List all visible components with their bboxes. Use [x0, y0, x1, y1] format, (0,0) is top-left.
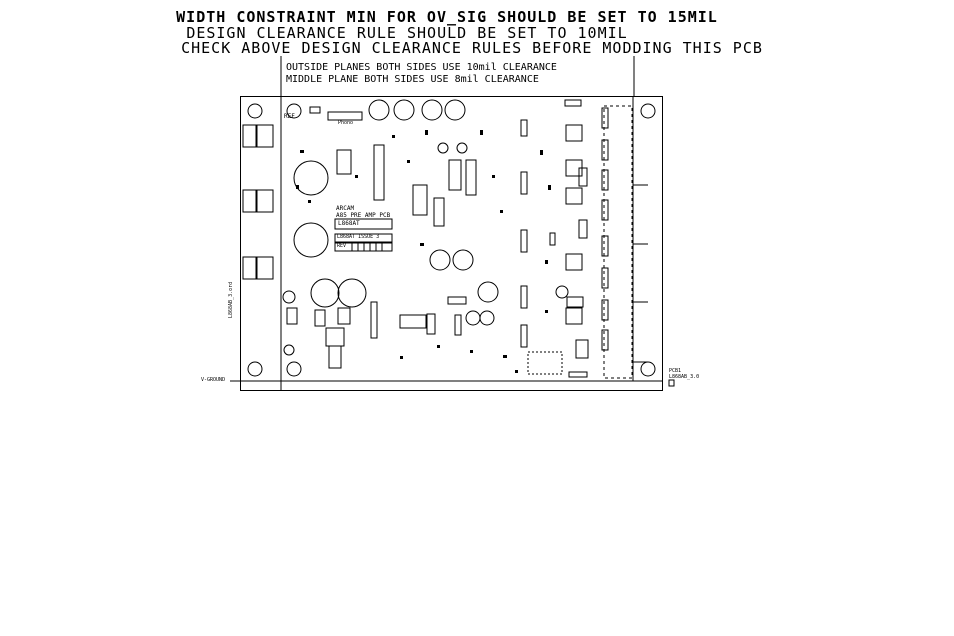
connector	[242, 189, 257, 213]
board-outline	[240, 96, 663, 391]
ic	[412, 184, 428, 216]
mounting-hole	[640, 361, 656, 377]
ic	[448, 159, 462, 191]
mounting-hole	[247, 103, 263, 119]
brand-label: ARCAM	[336, 205, 355, 212]
pcb-part: L868AB_3.0	[669, 374, 700, 380]
note-outside-planes: OUTSIDE PLANES BOTH SIDES USE 10mil CLEA…	[286, 62, 557, 73]
mounting-hole	[286, 361, 302, 377]
connector	[242, 256, 257, 280]
header-line-1: WIDTH CONSTRAINT MIN FOR OV_SIG SHOULD B…	[176, 8, 718, 26]
part-number-2: L868AT ISSUE 3	[337, 234, 380, 240]
mounting-hole	[286, 103, 302, 119]
rev-label: REV	[337, 243, 347, 249]
mounting-hole	[247, 361, 263, 377]
capacitor	[293, 160, 329, 196]
part-box-2	[334, 233, 393, 243]
ic	[373, 144, 385, 201]
phono-connector	[327, 111, 363, 121]
connector	[242, 124, 257, 148]
header-line-2: DESIGN CLEARANCE RULE SHOULD BE SET TO 1…	[186, 24, 628, 42]
part-box-1	[334, 218, 393, 230]
capacitor	[337, 278, 367, 308]
header-line-3: CHECK ABOVE DESIGN CLEARANCE RULES BEFOR…	[181, 39, 763, 57]
side-label: L868AB_3.ord	[228, 281, 234, 318]
product-label: A85 PRE AMP PCB	[336, 212, 391, 219]
net-label: V-GROUND	[201, 377, 226, 383]
phono-label: Phono	[338, 120, 354, 126]
regulator	[325, 327, 345, 347]
part-number-1: L868AT	[338, 220, 360, 227]
ic	[433, 197, 445, 227]
ic	[465, 159, 477, 196]
ref-label: REF	[284, 113, 295, 120]
capacitor	[310, 278, 340, 308]
mounting-hole	[640, 103, 656, 119]
note-middle-plane: MIDDLE PLANE BOTH SIDES USE 8mil CLEARAN…	[286, 74, 539, 85]
pcb-ref: PCB1	[669, 368, 682, 374]
capacitor	[293, 222, 329, 258]
